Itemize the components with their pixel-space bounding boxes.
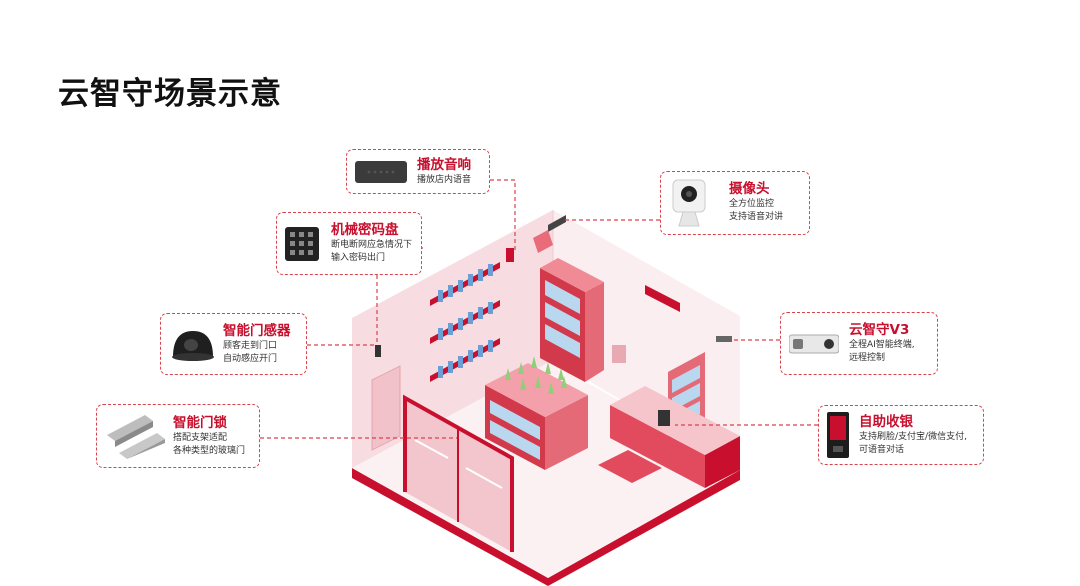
camera-on-wall	[533, 230, 553, 253]
speaker-on-wall	[548, 215, 566, 232]
speaker-card: 播放音响 播放店内语音	[346, 149, 490, 194]
checkout-desc-1: 支持刷脸/支付宝/微信支付,	[859, 432, 967, 442]
back-shelf	[540, 258, 604, 382]
door-lock-icon	[107, 415, 165, 459]
camera-desc-1: 全方位监控	[729, 199, 775, 209]
terminal-desc-2: 远程控制	[849, 353, 886, 363]
sensor-desc-1: 顾客走到门口	[223, 341, 278, 351]
wall-sign	[645, 285, 680, 312]
checkout-card: 自助收银 支持刷脸/支付宝/微信支付, 可语音对话	[818, 405, 984, 465]
keypad-icon	[285, 226, 319, 261]
keypad-desc-2: 输入密码出门	[331, 253, 386, 263]
keypad-card: 机械密码盘 断电断网应急情况下 输入密码出门	[276, 212, 422, 275]
door-sensor-icon	[172, 331, 214, 361]
center-shelf	[485, 356, 588, 470]
terminal-icon	[789, 334, 839, 353]
page-title: 云智守场景示意	[58, 76, 282, 112]
lock-desc-2: 各种类型的玻璃门	[173, 446, 246, 456]
self-checkout-icon	[827, 412, 849, 458]
camera-desc-2: 支持语音对讲	[729, 212, 784, 222]
camera-card: 摄像头 全方位监控 支持语音对讲	[660, 171, 810, 235]
checkout-counter	[610, 386, 740, 488]
side-panel	[371, 365, 401, 451]
lock-card: 智能门锁 搭配支架适配 各种类型的玻璃门	[96, 404, 260, 468]
checkout-desc-2: 可语音对话	[859, 445, 905, 455]
wall-shelves	[430, 262, 500, 382]
camera-icon	[672, 179, 706, 227]
lock-desc-1: 搭配支架适配	[173, 433, 228, 443]
keypad-on-wall	[506, 248, 514, 262]
keypad-name: 机械密码盘	[331, 222, 399, 238]
camera-name: 摄像头	[729, 181, 770, 197]
sensor-name: 智能门感器	[223, 323, 291, 339]
speaker-icon	[355, 160, 407, 183]
terminal-desc-1: 全程AI智能终端,	[849, 340, 915, 350]
sensor-desc-2: 自动感应开门	[223, 354, 278, 364]
sensor-card: 智能门感器 顾客走到门口 自动感应开门	[160, 313, 307, 375]
terminal-card: 云智守V3 全程AI智能终端, 远程控制	[780, 312, 938, 375]
keypad-desc-1: 断电断网应急情况下	[331, 240, 413, 250]
left-wall	[352, 210, 553, 468]
speaker-desc-1: 播放店内语音	[417, 175, 472, 185]
floor-mat	[598, 450, 662, 483]
lock-name: 智能门锁	[173, 415, 227, 431]
checkout-name: 自助收银	[859, 414, 913, 430]
terminal-on-wall	[716, 336, 732, 342]
leader-lines	[260, 179, 818, 439]
terminal-name: 云智守V3	[849, 322, 910, 338]
speaker-name: 播放音响	[417, 157, 471, 173]
